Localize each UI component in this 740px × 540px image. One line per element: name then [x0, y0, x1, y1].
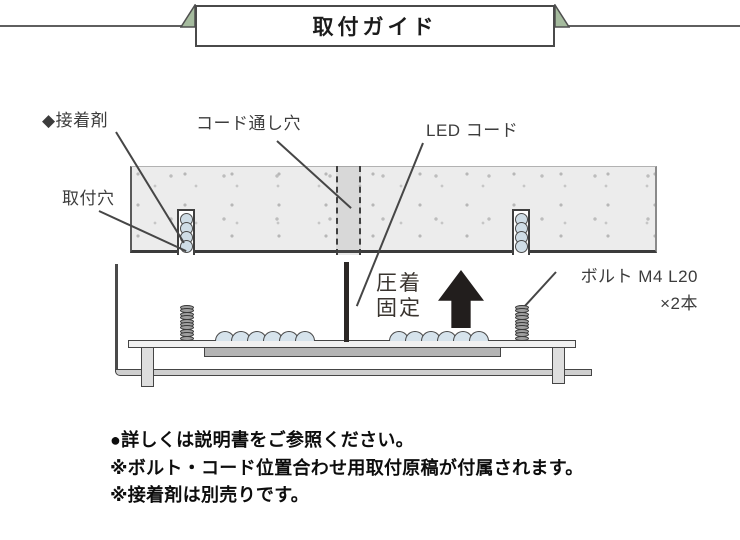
led-cord: [344, 262, 349, 342]
bolt-left: [180, 305, 194, 341]
crimp-fix-line2: 固定: [376, 297, 422, 320]
adhesive-label: ◆接着剤: [42, 111, 109, 130]
page-title: 取付ガイド: [312, 16, 438, 39]
base-plate: [128, 340, 576, 348]
led-module-bar: [204, 347, 501, 357]
mounting-hole-label: 取付穴: [62, 189, 115, 208]
leader-line-bolt: [523, 271, 557, 308]
press-up-arrow-icon: [438, 270, 484, 328]
mounting-hole-right: [512, 209, 530, 255]
adhesive-beads-right: [389, 331, 489, 341]
crimp-fix-label: 圧着 固定: [376, 271, 422, 321]
support-leg-right: [552, 347, 565, 384]
footnote-line: ※ボルト・コード位置合わせ用取付原稿が付属されます。: [110, 457, 584, 478]
bolt-spec-line1: ボルト M4 L20: [580, 267, 698, 286]
ribbon-fold-right-icon: [554, 4, 570, 28]
adhesive-bead: [295, 331, 315, 341]
ribbon-fold-left-icon: [180, 4, 196, 28]
bolt-thread: [515, 335, 529, 341]
adhesive-blob: [514, 240, 528, 253]
adhesive-beads-left: [215, 331, 315, 341]
board-cross-section: [130, 166, 657, 253]
frame-bottom-bar: [115, 369, 592, 376]
led-cord-label: LED コード: [426, 121, 519, 140]
cord-hole-label: コード通し穴: [196, 114, 301, 133]
frame-left-edge: [115, 264, 118, 372]
footnote-line: ●詳しくは説明書をご参照ください。: [110, 430, 414, 450]
bolt-right: [515, 305, 529, 341]
support-leg-left: [141, 347, 154, 387]
footnote-line: ※接着剤は別売りです。: [110, 485, 309, 505]
bolt-thread: [180, 335, 194, 341]
bolt-spec-line2: ×2本: [660, 294, 698, 313]
crimp-fix-line1: 圧着: [376, 272, 422, 295]
adhesive-bead: [469, 331, 489, 341]
title-banner: 取付ガイド: [195, 5, 555, 47]
cord-through-hole: [336, 166, 361, 255]
footnotes: ●詳しくは説明書をご参照ください。 ※ボルト・コード位置合わせ用取付原稿が付属さ…: [110, 427, 584, 510]
bolt-spec-label: ボルト M4 L20 ×2本: [581, 263, 698, 317]
